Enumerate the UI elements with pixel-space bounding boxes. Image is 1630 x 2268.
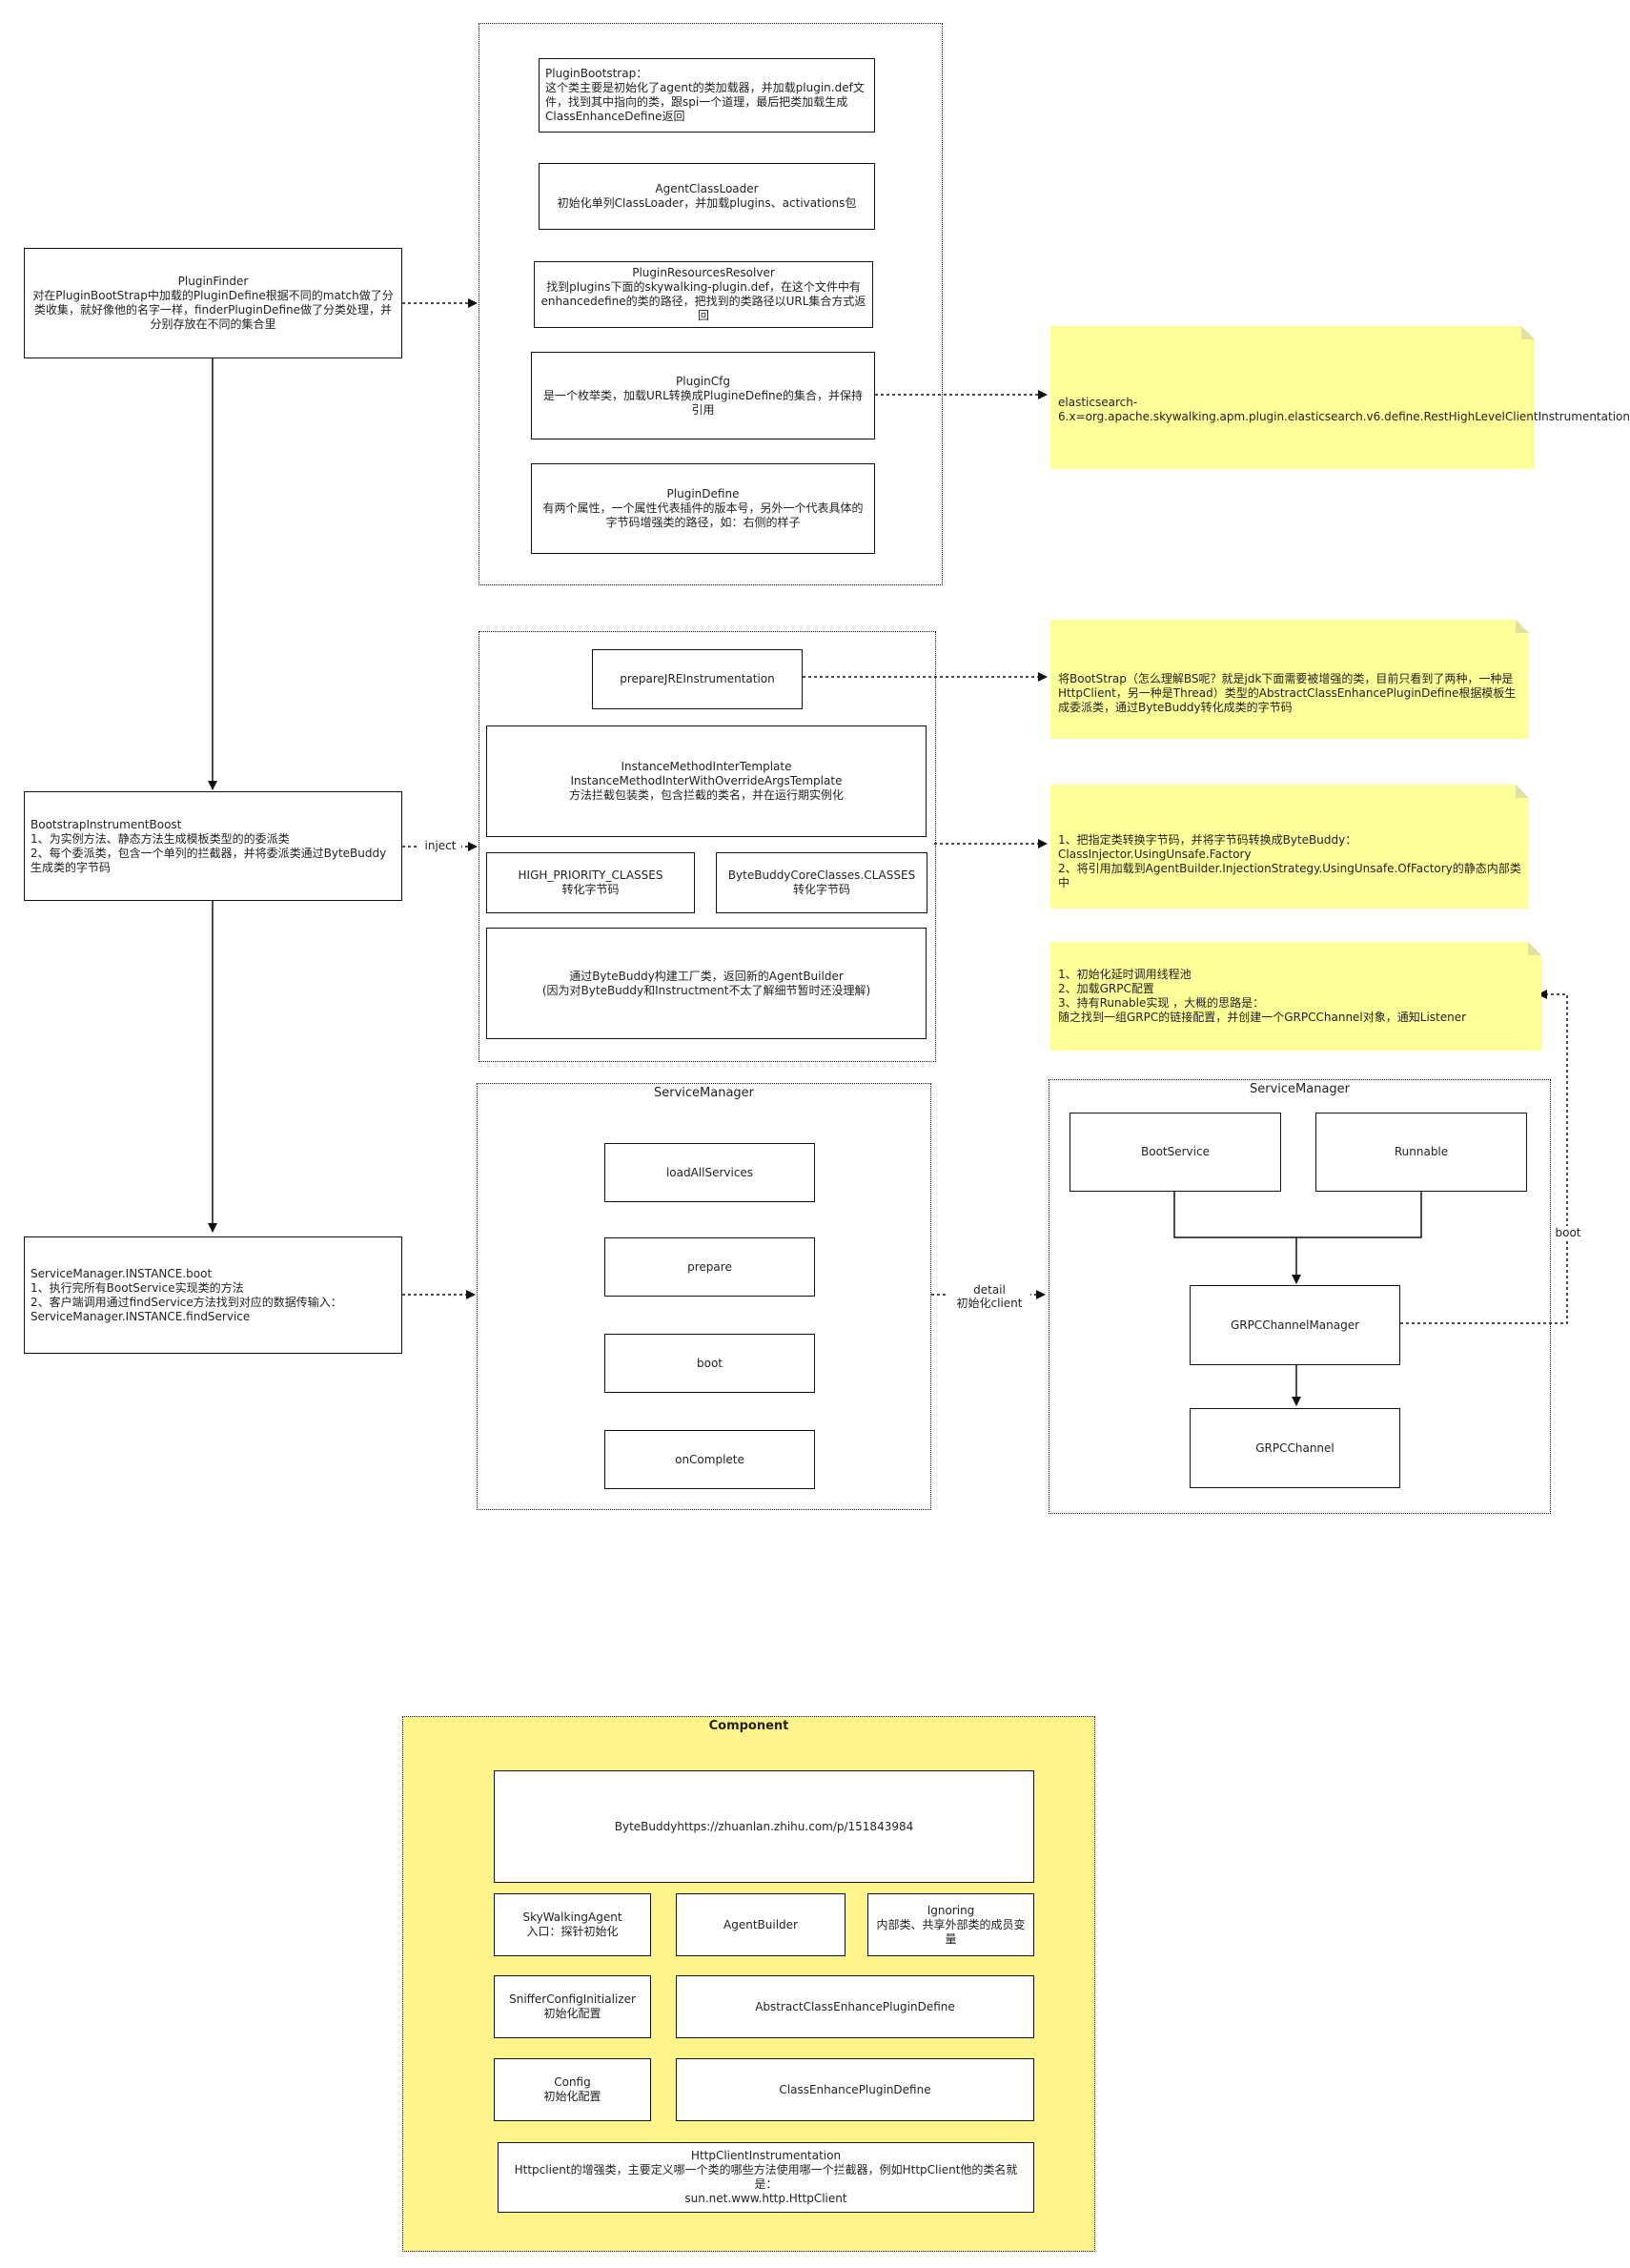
grpc-init-note: 1、初始化延时调用线程池 2、加载GRPC配置 3、持有Runable实现 ，大… <box>1050 942 1541 1051</box>
ignoring-box[interactable]: Ignoring 内部类、共享外部类的成员变量 <box>867 1893 1034 1956</box>
grpc-service-manager-title: ServiceManager <box>1249 1082 1351 1096</box>
agent-classloader-box[interactable]: AgentClassLoader 初始化单列ClassLoader，并加载plu… <box>539 163 875 230</box>
plugin-cfg-text: PluginCfg 是一个枚举类，加载URL转换成PlugineDefine的集… <box>542 374 864 417</box>
grpc-channel-box[interactable]: GRPCChannel <box>1190 1408 1400 1488</box>
component-title: Component <box>708 1719 789 1733</box>
agent-classloader-text: AgentClassLoader 初始化单列ClassLoader，并加载plu… <box>557 182 857 210</box>
skywalking-agent-text: SkyWalkingAgent 入口：探针初始化 <box>522 1910 622 1938</box>
boot-service-box[interactable]: BootService <box>1070 1113 1281 1192</box>
skywalking-agent-box[interactable]: SkyWalkingAgent 入口：探针初始化 <box>494 1893 651 1956</box>
inject-note-text: 1、把指定类转换字节码，并将字节码转换成ByteBuddy：ClassInjec… <box>1058 833 1521 889</box>
abstract-class-enhance-define-box[interactable]: AbstractClassEnhancePluginDefine <box>676 1975 1034 2038</box>
agent-builder-box[interactable]: AgentBuilder <box>676 1893 846 1956</box>
config-box[interactable]: Config 初始化配置 <box>494 2058 651 2121</box>
boot-service-text: BootService <box>1141 1145 1210 1158</box>
plugin-bootstrap-box[interactable]: PluginBootstrap： 这个类主要是初始化了agent的类加载器，并加… <box>539 58 875 133</box>
grpc-service-manager-group: ServiceManager <box>1049 1079 1551 1514</box>
instance-method-templates-box[interactable]: InstanceMethodInterTemplate InstanceMeth… <box>486 725 927 837</box>
bytebuddy-link-text: ByteBuddyhttps://zhuanlan.zhihu.com/p/15… <box>614 1819 914 1833</box>
grpc-channel-manager-text: GRPCChannelManager <box>1230 1318 1360 1332</box>
on-complete-text: onComplete <box>675 1452 744 1466</box>
sniffer-config-initializer-box[interactable]: SnifferConfigInitializer 初始化配置 <box>494 1975 651 2038</box>
connector-layer <box>208 298 1568 1406</box>
boot-loop-label: boot <box>1551 1226 1585 1239</box>
plugin-define-box[interactable]: PluginDefine 有两个属性，一个属性代表插件的版本号，另外一个代表具体… <box>531 463 875 554</box>
plugin-define-text: PluginDefine 有两个属性，一个属性代表插件的版本号，另外一个代表具体… <box>542 487 864 529</box>
instance-method-templates-text: InstanceMethodInterTemplate InstanceMeth… <box>568 760 844 802</box>
runnable-text: Runnable <box>1394 1145 1449 1158</box>
bootstrap-instrument-boost-text: BootstrapInstrumentBoost 1、为实例方法、静态方法生成模… <box>31 817 387 874</box>
bootstrap-note: 将BootStrap（怎么理解BS呢？就是jdk下面需要被增强的类，目前只看到了… <box>1050 620 1529 739</box>
bytebuddy-link-box[interactable]: ByteBuddyhttps://zhuanlan.zhihu.com/p/15… <box>494 1770 1034 1883</box>
grpc-channel-manager-box[interactable]: GRPCChannelManager <box>1190 1285 1400 1365</box>
service-manager-lifecycle-group: ServiceManager <box>477 1083 931 1510</box>
on-complete-box[interactable]: onComplete <box>604 1430 815 1489</box>
httpclient-instrumentation-text: HttpClientInstrumentation Httpclient的增强类… <box>514 2149 1018 2205</box>
bytebuddy-core-classes-box[interactable]: ByteBuddyCoreClasses.CLASSES 转化字节码 <box>716 852 927 913</box>
plugin-finder-box[interactable]: PluginFinder 对在PluginBootStrap中加载的Plugin… <box>24 248 402 358</box>
prepare-jre-instrumentation-text: prepareJREInstrumentation <box>620 672 775 685</box>
agent-builder-factory-box[interactable]: 通过ByteBuddy构建工厂类，返回新的AgentBuilder (因为对By… <box>486 928 927 1039</box>
detail-label: detail 初始化client <box>948 1283 1030 1310</box>
service-manager-boot-text: ServiceManager.INSTANCE.boot 1、执行完所有Boot… <box>31 1266 342 1323</box>
inject-label: inject <box>419 839 461 852</box>
plugin-finder-text: PluginFinder 对在PluginBootStrap中加载的Plugin… <box>32 275 394 331</box>
boot-box[interactable]: boot <box>604 1334 815 1393</box>
abstract-class-enhance-define-text: AbstractClassEnhancePluginDefine <box>755 1999 955 2013</box>
class-enhance-define-text: ClassEnhancePluginDefine <box>779 2082 931 2096</box>
runnable-box[interactable]: Runnable <box>1315 1113 1527 1192</box>
httpclient-instrumentation-box[interactable]: HttpClientInstrumentation Httpclient的增强类… <box>498 2142 1034 2213</box>
arrow-bootservice-merge <box>1173 1192 1296 1238</box>
bootstrap-instrument-boost-box[interactable]: BootstrapInstrumentBoost 1、为实例方法、静态方法生成模… <box>24 791 402 901</box>
plugin-bootstrap-text: PluginBootstrap： 这个类主要是初始化了agent的类加载器，并加… <box>545 67 865 123</box>
service-manager-boot-box[interactable]: ServiceManager.INSTANCE.boot 1、执行完所有Boot… <box>24 1236 402 1354</box>
dashed-manager-boot-loop <box>1400 990 1568 1324</box>
prepare-box[interactable]: prepare <box>604 1237 815 1297</box>
bootstrap-instrument-group <box>479 631 936 1062</box>
prepare-text: prepare <box>687 1259 732 1274</box>
ignoring-text: Ignoring 内部类、共享外部类的成员变量 <box>876 1903 1026 1946</box>
elasticsearch-note-text: elasticsearch-6.x=org.apache.skywalking.… <box>1058 396 1630 423</box>
agent-builder-factory-text: 通过ByteBuddy构建工厂类，返回新的AgentBuilder (因为对By… <box>541 969 871 997</box>
grpc-init-note-text: 1、初始化延时调用线程池 2、加载GRPC配置 3、持有Runable实现 ，大… <box>1058 968 1467 1024</box>
plugin-cfg-box[interactable]: PluginCfg 是一个枚举类，加载URL转换成PlugineDefine的集… <box>531 352 875 439</box>
plugin-resources-resolver-text: PluginResourcesResolver 找到plugins下面的skyw… <box>540 266 866 322</box>
load-all-services-text: loadAllServices <box>665 1165 754 1179</box>
elasticsearch-note: elasticsearch-6.x=org.apache.skywalking.… <box>1050 326 1630 469</box>
inject-note: 1、把指定类转换字节码，并将字节码转换成ByteBuddy：ClassInjec… <box>1050 785 1529 909</box>
bootstrap-note-text: 将BootStrap（怎么理解BS呢？就是jdk下面需要被增强的类，目前只看到了… <box>1058 672 1517 714</box>
plugin-loading-group <box>479 23 943 585</box>
prepare-jre-instrumentation-box[interactable]: prepareJREInstrumentation <box>592 649 803 709</box>
arrow-runnable-merge <box>1296 1192 1422 1238</box>
load-all-services-box[interactable]: loadAllServices <box>604 1143 815 1202</box>
service-manager-lifecycle-title: ServiceManager <box>653 1086 755 1100</box>
config-text: Config 初始化配置 <box>543 2075 601 2103</box>
plugin-resources-resolver-box[interactable]: PluginResourcesResolver 找到plugins下面的skyw… <box>534 261 873 328</box>
agent-builder-text: AgentBuilder <box>723 1917 798 1931</box>
high-priority-classes-text: HIGH_PRIORITY_CLASSES 转化字节码 <box>518 868 663 896</box>
boot-text: boot <box>696 1356 723 1370</box>
high-priority-classes-box[interactable]: HIGH_PRIORITY_CLASSES 转化字节码 <box>486 852 695 913</box>
sniffer-config-initializer-text: SnifferConfigInitializer 初始化配置 <box>509 1992 636 2020</box>
class-enhance-define-box[interactable]: ClassEnhancePluginDefine <box>676 2058 1034 2121</box>
bytebuddy-core-classes-text: ByteBuddyCoreClasses.CLASSES 转化字节码 <box>727 868 916 896</box>
grpc-channel-text: GRPCChannel <box>1255 1440 1335 1455</box>
